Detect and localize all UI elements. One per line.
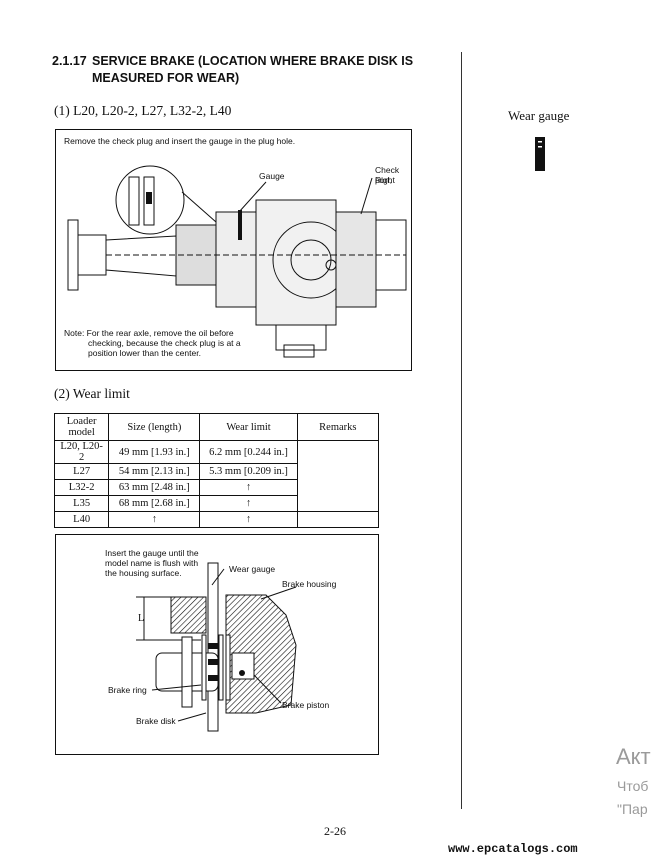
brake-figure: Insert the gauge until the model name is… — [55, 534, 379, 755]
section-number: 2.1.17 — [52, 54, 87, 68]
label-brake-disk: Brake disk — [136, 716, 176, 726]
cell-remarks — [296, 511, 380, 528]
header-remarks: Remarks — [296, 413, 380, 441]
table-header-row: Loader model Size (length) Wear limit Re… — [53, 413, 380, 441]
section-1-title: (1) L20, L20-2, L27, L32-2, L40 — [54, 103, 232, 118]
brake-diagram — [136, 562, 297, 732]
cell-wear-limit: 6.2 mm [0.244 in.] — [199, 440, 298, 464]
header-wear-limit: Wear limit — [199, 413, 298, 441]
label-gauge: Gauge — [259, 171, 285, 181]
dimension-L-label: L — [138, 613, 145, 624]
cell-size: 68 mm [2.68 in.] — [108, 495, 201, 512]
cell-model: L35 — [53, 495, 110, 512]
section-2-title: (2) Wear limit — [54, 386, 130, 401]
cell-wear-limit: ↑ — [199, 479, 298, 496]
cell-wear-limit: ↑ — [199, 495, 298, 512]
watermark-line-2: Чтоб — [617, 778, 649, 794]
label-brake-ring: Brake ring — [108, 685, 147, 695]
cell-wear-limit: ↑ — [199, 511, 298, 528]
label-brake-housing: Brake housing — [282, 579, 337, 589]
cell-model: L20, L20-2 — [53, 440, 110, 464]
header-loader-model: Loader model — [53, 413, 110, 441]
watermark-line-1: Акт — [616, 744, 651, 769]
label-check-port: Check port, — [375, 165, 400, 185]
table-row: L27 54 mm [2.13 in.] 5.3 mm [0.209 in.] — [53, 463, 379, 480]
section-heading: 2.1.17 SERVICE BRAKE (LOCATION WHERE BRAK… — [52, 53, 452, 87]
column-divider — [461, 52, 462, 809]
watermark-line-3: "Пар — [617, 801, 648, 817]
cell-model: L32-2 — [53, 479, 110, 496]
label-wear-gauge: Wear gauge — [229, 564, 276, 574]
label-brake-piston: Brake piston — [282, 700, 330, 710]
page-number: 2-26 — [324, 824, 346, 838]
cell-size: 54 mm [2.13 in.] — [108, 463, 201, 480]
wear-gauge-icon — [535, 137, 545, 171]
figure-1-instruction: Remove the check plug and insert the gau… — [64, 136, 296, 146]
footer-url[interactable]: www.epcatalogs.com — [448, 842, 578, 856]
side-wear-gauge-label: Wear gauge — [508, 108, 570, 123]
note-line-1: Note: For the rear axle, remove the oil … — [64, 328, 238, 338]
note-line-3: position lower than the center. — [88, 348, 205, 358]
cell-size: 49 mm [1.93 in.] — [108, 440, 201, 464]
cell-model: L40 — [53, 511, 110, 528]
wear-limit-table: Loader model Size (length) Wear limit Re… — [53, 413, 380, 528]
heading-line-1: SERVICE BRAKE (LOCATION WHERE BRAKE DISK… — [92, 54, 414, 68]
header-size: Size (length) — [108, 413, 201, 441]
insert-line-1: Insert the gauge until the — [105, 548, 199, 558]
insert-line-3: the housing surface. — [105, 568, 182, 578]
cell-model: L27 — [53, 463, 110, 480]
table-row: L40 ↑ ↑ — [53, 511, 380, 528]
axle-diagram — [67, 165, 407, 358]
heading-line-2: MEASURED FOR WEAR) — [92, 71, 240, 85]
table-row: L35 68 mm [2.68 in.] ↑ — [53, 495, 379, 512]
note-line-2: checking, because the check plug is at a — [88, 338, 245, 348]
axle-figure: Remove the check plug and insert the gau… — [55, 129, 412, 371]
cell-size: 63 mm [2.48 in.] — [108, 479, 201, 496]
cell-wear-limit: 5.3 mm [0.209 in.] — [199, 463, 298, 480]
cell-remarks — [296, 440, 380, 512]
insert-line-2: model name is flush with — [105, 558, 199, 568]
label-check-port-right: Right — [375, 175, 395, 185]
cell-size: ↑ — [108, 511, 201, 528]
table-row: L20, L20-2 49 mm [1.93 in.] 6.2 mm [0.24… — [53, 440, 380, 512]
